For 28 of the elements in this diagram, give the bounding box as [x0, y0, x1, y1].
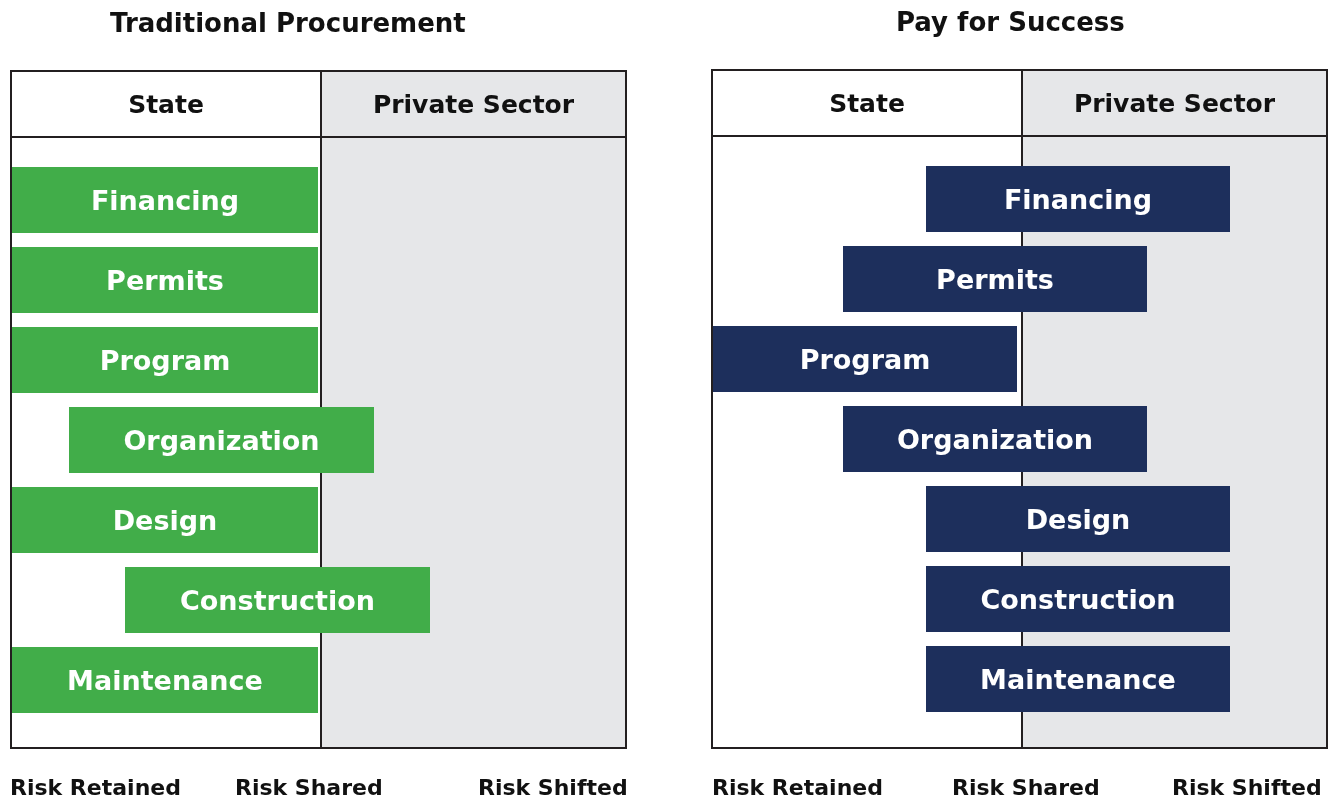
risk-bar: Financing: [926, 166, 1230, 232]
panel-title: Traditional Procurement: [110, 8, 466, 38]
axis-label: Risk Shifted: [1172, 775, 1322, 800]
risk-bar: Design: [926, 486, 1230, 552]
column-header: Private Sector: [322, 72, 625, 138]
risk-bar: Organization: [843, 406, 1147, 472]
risk-bar: Permits: [12, 247, 318, 313]
chart-panel: [10, 70, 627, 749]
risk-bar: Design: [12, 487, 318, 553]
risk-bar: Permits: [843, 246, 1147, 312]
panel-title: Pay for Success: [896, 7, 1125, 37]
risk-bar: Organization: [69, 407, 374, 473]
column-header: State: [713, 71, 1021, 137]
axis-label: Risk Retained: [10, 775, 181, 800]
axis-label: Risk Shared: [235, 775, 383, 800]
column-header: Private Sector: [1023, 71, 1326, 137]
risk-bar: Program: [713, 326, 1017, 392]
risk-bar: Program: [12, 327, 318, 393]
risk-bar: Maintenance: [926, 646, 1230, 712]
risk-bar: Construction: [125, 567, 430, 633]
column-header: State: [12, 72, 320, 138]
risk-bar: Maintenance: [12, 647, 318, 713]
risk-bar: Construction: [926, 566, 1230, 632]
risk-bar: Financing: [12, 167, 318, 233]
axis-label: Risk Shifted: [478, 775, 628, 800]
axis-label: Risk Retained: [712, 775, 883, 800]
axis-label: Risk Shared: [952, 775, 1100, 800]
chart-panel: [711, 69, 1328, 749]
